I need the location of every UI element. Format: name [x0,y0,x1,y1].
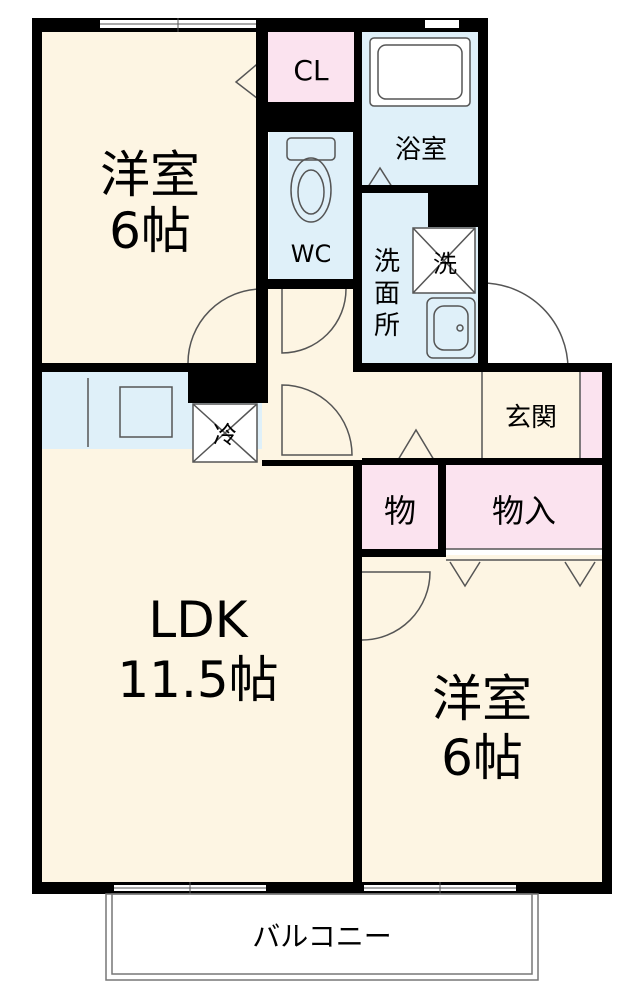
bathtub [369,37,471,107]
western-room-bottom-floor [362,555,602,887]
western-top-size: 6帖 [109,202,191,260]
washer-label: 洗 [433,250,457,278]
fridge-label: 冷 [213,421,237,449]
western-room-top-floor [41,32,262,363]
bath-label: 浴室 [395,135,447,165]
kitchen-sink [119,386,173,438]
closet-fold-door [234,59,263,103]
door-western-bottom [361,571,431,641]
toilet-bowl [290,157,332,223]
storage-fold-door-2 [564,561,596,588]
ldk-floor [41,449,354,887]
wc-label: WC [291,240,332,268]
fixtures [87,37,602,561]
washroom-label-1: 洗 [374,247,400,277]
storage-small-label: 物 [384,492,416,530]
wc-floor [269,132,353,279]
door-wc [281,288,347,354]
labels: 洋室 6帖 CL 浴室 WC 洗 面 所 洗 冷 玄関 物 物入 LDK 11.… [100,54,557,953]
walls [32,18,612,894]
windows [100,18,516,894]
door-front [481,282,569,370]
wash-basin [426,297,476,359]
door-swings [187,59,596,641]
corridor-fold-door [397,428,435,461]
kitchen-counter [41,372,189,449]
western-bottom-size: 6帖 [441,729,523,787]
washroom-label-2: 面 [374,279,400,309]
toilet-tank [286,137,336,161]
storage-small-floor [362,465,438,549]
western-bottom-name: 洋室 [432,670,532,728]
bath-fold-door [365,166,395,191]
ldk-floor-upper [262,363,268,449]
balcony [105,893,539,981]
storage-fold-door-1 [449,561,481,588]
closet-floor [268,32,354,102]
entrance-label: 玄関 [505,403,557,433]
door-western-top [187,288,263,364]
washroom-label-3: 所 [374,311,400,341]
shoe-cabinet [580,372,602,460]
closet-label: CL [293,54,329,87]
storage-floor [446,465,602,549]
western-top-name: 洋室 [100,146,200,204]
door-ldk [281,384,353,456]
ldk-name: LDK [148,591,248,649]
balcony-label: バルコニー [252,920,391,953]
ldk-size: 11.5帖 [117,651,278,709]
corridor-floor [268,363,482,460]
storage-label: 物入 [492,492,556,530]
